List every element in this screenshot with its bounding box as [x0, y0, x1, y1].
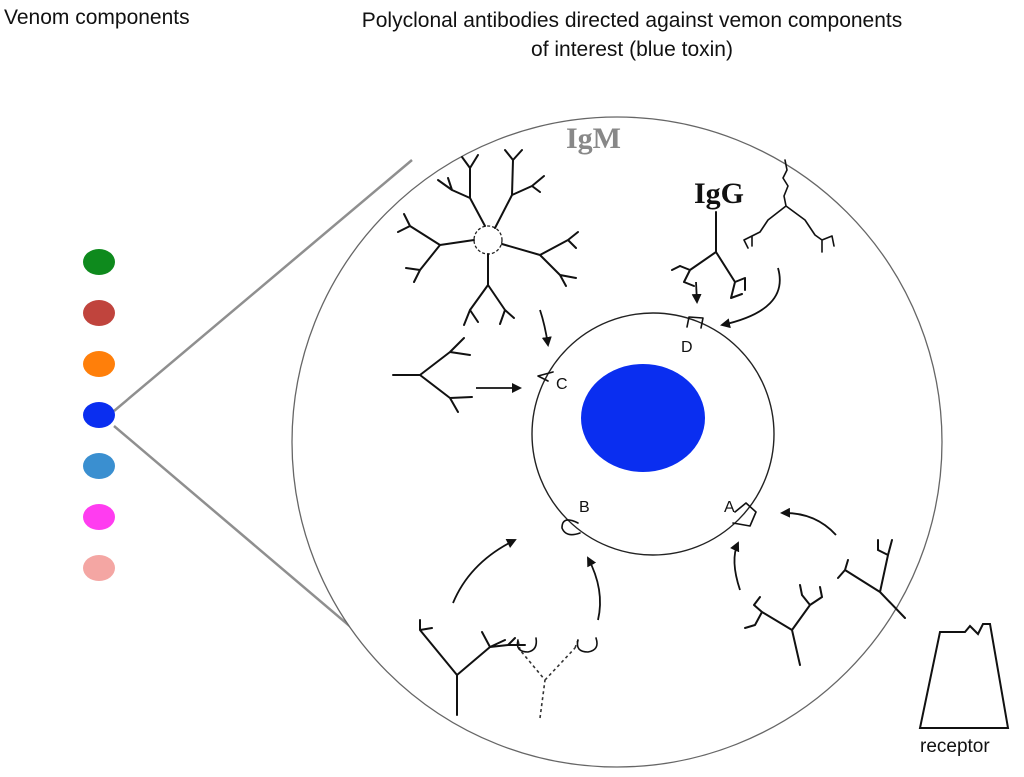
polyclonal-antibodies-title: Polyclonal antibodies directed against v… — [282, 6, 982, 64]
igm-antibody-left — [392, 337, 473, 413]
arrow-igg-to-d — [691, 281, 702, 304]
venom-component-dot — [83, 300, 115, 326]
epitope-d-shape — [686, 316, 704, 329]
epitope-a-label: A — [724, 499, 735, 516]
epitope-a-shape — [732, 502, 757, 527]
arrow-igg-wavy-to-d — [720, 267, 781, 329]
igm-label: IgM — [566, 122, 621, 155]
arrow-dashed-to-b — [587, 556, 601, 621]
receptor-shape — [918, 623, 1010, 729]
venom-component-dot — [83, 453, 115, 479]
epitope-c-shape — [537, 371, 554, 382]
venom-component-dot — [83, 249, 115, 275]
antibody-bottom-left — [419, 619, 526, 716]
zoom-line-top — [113, 159, 413, 412]
epitope-d-label: D — [681, 339, 693, 356]
venom-component-dot — [83, 351, 115, 377]
igm-pentamer — [397, 149, 579, 326]
igg-antibody — [671, 211, 746, 299]
epitope-b-shape — [561, 519, 581, 536]
venom-component-dot-selected — [83, 402, 115, 428]
venom-components-title: Venom components — [4, 6, 190, 29]
title-line-2: of interest (blue toxin) — [531, 38, 733, 61]
blue-toxin — [581, 364, 705, 472]
epitope-b-label: B — [579, 499, 590, 516]
arrow-igm-to-c — [539, 309, 552, 347]
arrow-bottom-left-to-b — [452, 539, 517, 604]
antibody-bottom-right — [744, 584, 823, 666]
zoom-line-bottom — [113, 425, 393, 663]
venom-component-dot — [83, 555, 115, 581]
igg-antibody-wavy — [743, 159, 835, 253]
arrow-bottom-right-to-a — [730, 541, 741, 591]
antibody-dashed — [517, 639, 579, 719]
antibody-right — [837, 539, 906, 619]
arrow-right-to-a — [780, 507, 837, 536]
venom-component-dot — [83, 504, 115, 530]
antibody-dashed-tip — [576, 637, 598, 653]
venom-component-list — [83, 249, 115, 581]
title-line-1: Polyclonal antibodies directed against v… — [361, 9, 903, 32]
igg-label: IgG — [694, 177, 744, 210]
receptor-label: receptor — [920, 736, 990, 757]
epitope-c-label: C — [556, 376, 568, 393]
